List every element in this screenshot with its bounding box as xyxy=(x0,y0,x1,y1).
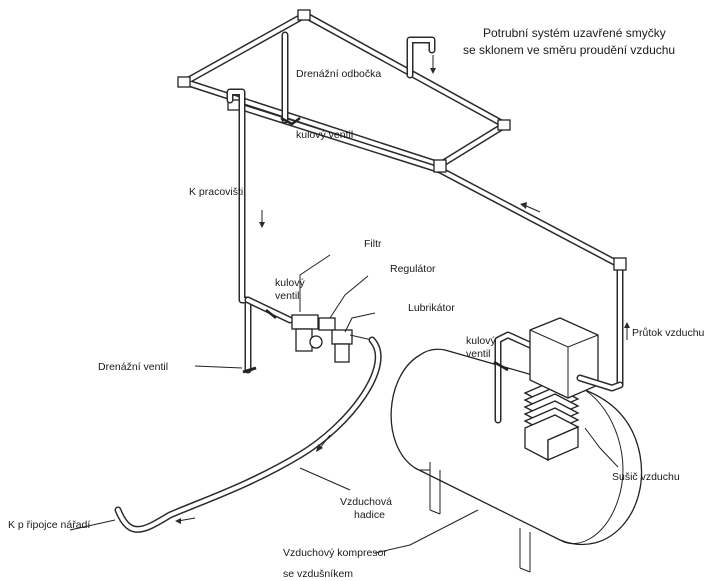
label-ball-valve-top: kulový ventil xyxy=(296,129,353,141)
leader-lines xyxy=(69,254,619,554)
pipe-joint xyxy=(297,9,311,21)
label-ball-valve-right-2: ventil xyxy=(466,348,491,360)
compressor-tank xyxy=(390,331,643,573)
label-ball-valve-mid-1: kulový xyxy=(275,277,306,289)
label-air-dryer: Sušič vzduchu xyxy=(612,471,680,483)
frl-unit xyxy=(291,314,373,363)
pipe-joint xyxy=(497,119,511,131)
closed-loop-pipe xyxy=(177,9,627,389)
ball-valve-icon xyxy=(280,116,301,126)
label-regulator: Regulátor xyxy=(390,263,436,275)
flow-arrow-icon xyxy=(520,202,527,209)
flow-arrow-icon xyxy=(259,222,265,228)
label-airflow: Průtok vzduchu xyxy=(632,327,705,339)
label-to-workplace: K pracovišti xyxy=(189,186,243,198)
label-compressor-2: se vzdušníkem xyxy=(283,568,353,580)
drain-branch-ball-valve xyxy=(280,31,301,126)
pipe-joint xyxy=(433,159,447,173)
title-line-1: Potrubní systém uzavřené smyčky xyxy=(483,26,666,40)
air-dryer xyxy=(529,317,624,399)
flow-arrow-icon xyxy=(624,322,630,328)
label-compressor-1: Vzduchový kompresor xyxy=(283,547,387,559)
drain-branch-top-right xyxy=(406,36,436,79)
airflow-arrow-line xyxy=(523,204,541,213)
label-drain-branch: Drenážní odbočka xyxy=(296,68,381,80)
lubricator-icon xyxy=(331,329,353,345)
label-ball-valve-right-1: kulový xyxy=(466,335,497,347)
drain-valve-handle xyxy=(242,366,257,374)
label-drain-valve: Drenážní ventil xyxy=(98,361,168,373)
drop-to-workplace xyxy=(226,88,294,374)
pipe-joint xyxy=(177,76,191,88)
label-ball-valve-mid-2: ventil xyxy=(275,290,300,302)
flow-arrow-icon xyxy=(430,68,436,74)
pipe-joint xyxy=(613,257,627,271)
ball-valve-icon xyxy=(265,309,277,319)
label-lubricator: Lubrikátor xyxy=(408,302,455,314)
flow-arrow-icon xyxy=(175,518,181,524)
flow-arrow-icon xyxy=(316,444,323,452)
label-air-hose-2: hadice xyxy=(354,509,385,521)
label-tool-connection: K p řipojce nářadí xyxy=(8,519,90,531)
label-filter: Filtr xyxy=(364,238,382,250)
filter-icon xyxy=(291,314,319,330)
air-hose xyxy=(114,336,382,533)
title-line-2: se sklonem ve směru proudění vzduchu xyxy=(463,43,675,57)
regulator-icon xyxy=(318,317,336,331)
ball-valve-icon xyxy=(493,360,509,372)
label-air-hose-1: Vzduchová xyxy=(340,496,392,508)
